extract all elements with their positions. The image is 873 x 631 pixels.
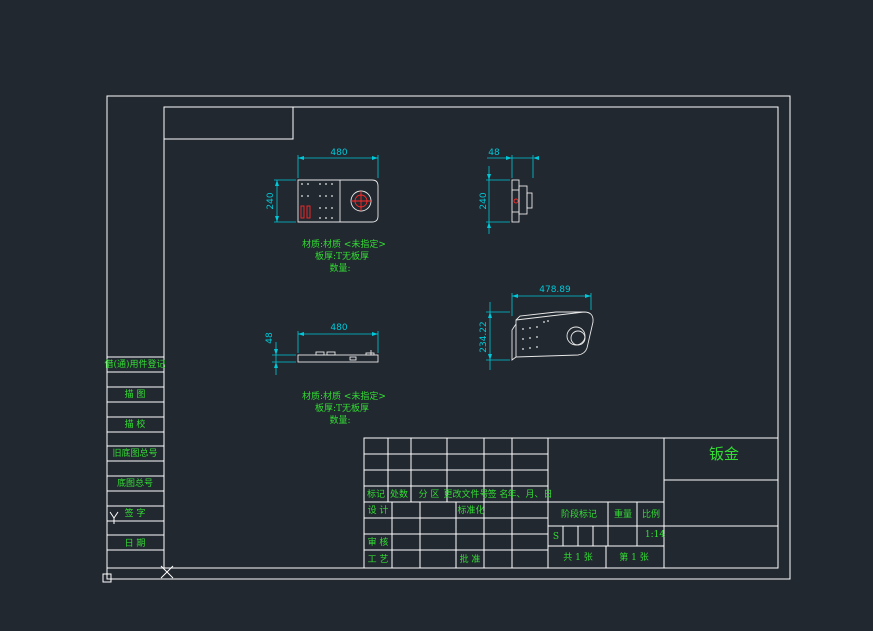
ucs-icon	[102, 511, 119, 583]
drawing-number-box	[163, 106, 294, 140]
weight-label: 重量	[614, 508, 632, 520]
top-view-outline	[297, 179, 379, 223]
design-label: 设 计	[368, 504, 389, 516]
title-block: 标记 处数 分 区 更改文件号 签 名 年、月、日 设 计 标准化 审 核 工 …	[363, 437, 779, 569]
scale-label: 比例	[642, 508, 660, 520]
top-view[interactable]: 480 240	[266, 148, 379, 223]
slot-marker	[306, 205, 311, 219]
front-view-width-dim: 480	[330, 323, 347, 333]
lower-notes: 材质:材质 <未指定> 板厚:T无板厚 数量:	[302, 390, 386, 426]
revision-header: 更改文件号	[443, 488, 488, 500]
crosshair-cursor-icon	[160, 565, 174, 579]
process-label: 工 艺	[368, 554, 389, 565]
top-view-height-dim: 240	[266, 192, 276, 209]
quantity-note: 数量:	[329, 262, 350, 274]
strip-label: 日 期	[125, 538, 146, 549]
strip-label: 底图总号	[117, 477, 153, 489]
side-view-knob	[526, 192, 533, 209]
quantity-note: 数量:	[329, 414, 350, 426]
revision-header: 标记	[367, 488, 385, 500]
strip-label: 描 校	[125, 418, 146, 430]
strip-label: 借(通)用件登记	[104, 358, 165, 370]
standardization-label: 标准化	[457, 504, 484, 516]
strip-label: 描 图	[125, 388, 146, 400]
stage-value: S	[553, 532, 559, 542]
thickness-note: 板厚:T无板厚	[315, 250, 369, 262]
side-view-height-dim: 240	[479, 192, 489, 209]
iso-view-knob	[566, 326, 586, 346]
iso-view[interactable]: 478.89 234.22	[479, 285, 594, 370]
top-view-width-dim: 480	[330, 148, 347, 158]
revision-header: 签 名	[488, 488, 509, 500]
slot-marker	[300, 205, 305, 219]
approve-label: 批 准	[460, 553, 481, 565]
review-label: 审 核	[368, 536, 389, 548]
revision-header: 分 区	[419, 489, 440, 500]
left-strip: 借(通)用件登记 描 图 描 校 旧底图总号 底图总号 签 字 日 期	[104, 356, 166, 569]
thickness-note: 板厚:T无板厚	[315, 402, 369, 414]
front-view-plate	[297, 354, 379, 363]
iso-view-outline	[515, 311, 594, 358]
top-view-holes	[301, 183, 333, 219]
strip-label: 旧底图总号	[112, 447, 157, 459]
iso-view-width-dim: 478.89	[539, 285, 571, 295]
revision-header: 处数	[390, 488, 408, 500]
stage-mark-label: 阶段标记	[561, 508, 597, 520]
outer-frame	[106, 95, 791, 580]
scale-value: 1:14	[645, 530, 665, 540]
upper-notes: 材质:材质 <未指定> 板厚:T无板厚 数量:	[302, 238, 386, 274]
material-note: 材质:材质 <未指定>	[302, 238, 386, 250]
front-view[interactable]: 480 48	[265, 323, 379, 375]
part-name: 钣金	[709, 445, 739, 463]
front-view-height-dim: 48	[265, 332, 275, 344]
strip-label: 签 字	[125, 507, 146, 519]
iso-view-height-dim: 234.22	[479, 321, 489, 353]
revision-header: 年、月、日	[507, 488, 552, 500]
iso-view-holes	[522, 320, 549, 350]
material-note: 材质:材质 <未指定>	[302, 390, 386, 402]
sheets-total: 共 1 张	[563, 552, 592, 563]
side-view-boss	[518, 185, 528, 215]
side-view[interactable]: 48 240	[479, 148, 539, 234]
side-view-width-dim: 48	[488, 148, 500, 158]
sheet-current: 第 1 张	[619, 551, 648, 563]
